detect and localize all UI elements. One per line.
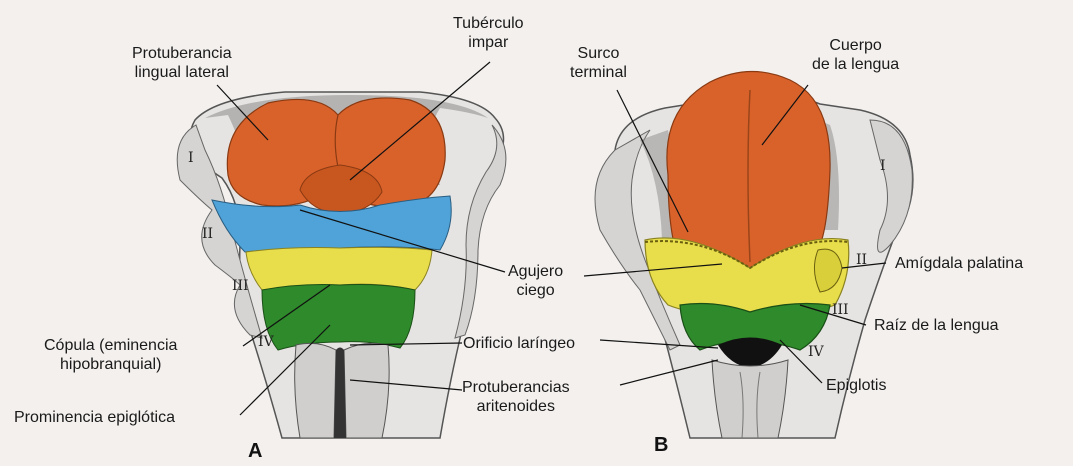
label-line: Prominencia epiglótica — [14, 409, 175, 426]
label-line: Amígdala palatina — [895, 255, 1023, 272]
label-line: hipobranquial) — [44, 355, 177, 374]
arch-a-4: IV — [258, 334, 274, 350]
arch-b-2: II — [856, 252, 867, 268]
panel-label-a: A — [248, 440, 262, 463]
arch-a-2: II — [202, 226, 213, 242]
label-line: Agujero — [508, 262, 563, 281]
label-prominencia-epiglotica: Prominencia epiglótica — [14, 408, 175, 427]
label-line: Orificio laríngeo — [463, 335, 575, 352]
label-protuberancia-lingual-lateral: Protuberancia lingual lateral — [132, 44, 232, 82]
label-line: Protuberancias — [462, 378, 570, 397]
label-line: Tubérculo — [453, 14, 524, 33]
label-line: Protuberancia — [132, 44, 232, 63]
label-orificio-laringeo: Orificio laríngeo — [463, 334, 575, 353]
diagram-a — [177, 62, 506, 438]
label-tuberculo-impar: Tubérculo impar — [453, 14, 524, 52]
label-line: de la lengua — [812, 55, 899, 74]
label-line: Epiglotis — [826, 377, 886, 394]
label-line: Raíz de la lengua — [874, 317, 999, 334]
label-line: Cuerpo — [812, 36, 899, 55]
label-protuberancias-aritenoides: Protuberancias aritenoides — [462, 378, 570, 416]
arytenoid-left-a — [295, 343, 336, 438]
label-amigdala-palatina: Amígdala palatina — [895, 254, 1023, 273]
arch-b-1: I — [880, 158, 886, 174]
label-raiz-de-la-lengua: Raíz de la lengua — [874, 316, 999, 335]
copula-yellow-band — [246, 247, 432, 290]
arch-a-3: III — [232, 278, 249, 294]
label-line: Cópula (eminencia — [44, 336, 177, 355]
arch-b-4: IV — [808, 344, 824, 360]
label-copula: Cópula (eminencia hipobranquial) — [44, 336, 177, 374]
label-epiglotis: Epiglotis — [826, 376, 886, 395]
laryngeal-orifice-a — [334, 348, 346, 439]
label-cuerpo-de-la-lengua: Cuerpo de la lengua — [812, 36, 899, 74]
label-agujero-ciego: Agujero ciego — [508, 262, 563, 300]
arch-b-3: III — [832, 302, 849, 318]
label-line: lingual lateral — [132, 63, 232, 82]
panel-label-b: B — [654, 434, 668, 457]
arch-a-1: I — [188, 150, 194, 166]
label-line: aritenoides — [462, 397, 570, 416]
label-line: impar — [453, 33, 524, 52]
label-line: ciego — [508, 281, 563, 300]
label-line: Surco — [570, 44, 627, 63]
arytenoid-right-a — [344, 343, 389, 438]
label-line: terminal — [570, 63, 627, 82]
arytenoids-b — [712, 360, 788, 438]
label-surco-terminal: Surco terminal — [570, 44, 627, 82]
